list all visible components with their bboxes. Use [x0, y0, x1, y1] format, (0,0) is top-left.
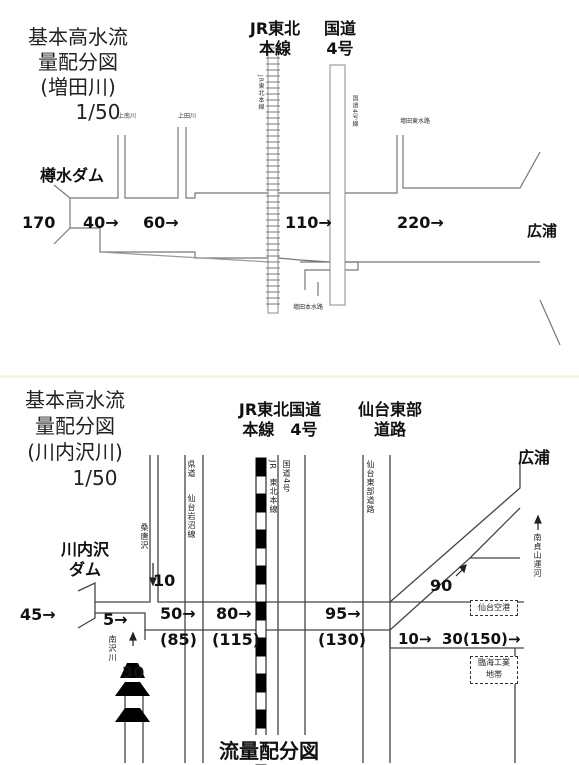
kawauchizawa-river-panel: 基本高水流 量配分図 (川内沢川) 1/50 JR東北国道 本線 4号 仙台東部…	[0, 378, 579, 765]
flow2-95: 95→	[325, 604, 361, 623]
jr-rail-top	[266, 47, 280, 314]
minamisawa-label: 南沢川	[108, 635, 117, 662]
flow2-115: (115)	[212, 630, 261, 649]
flow-220: 220→	[397, 213, 444, 232]
dam-tower-symbol	[115, 663, 150, 722]
route4-vertical-label: 国道4号	[282, 460, 291, 494]
title2-line-1: 基本高水流	[25, 388, 125, 412]
industrial-line-1: 臨海工業	[478, 658, 510, 667]
rail-segment	[255, 601, 267, 621]
rail-segment	[255, 709, 267, 729]
rail-segment	[255, 673, 267, 693]
rail-segment	[255, 529, 267, 549]
kuwakarasawa-label: 桑唐沢	[140, 523, 149, 550]
route4-vertical-label-top: 国道4号線	[351, 95, 358, 128]
dam-label: 樽水ダム	[40, 166, 105, 185]
dam2-line-1: 川内沢	[60, 540, 109, 559]
sendaitobu-vertical-label: 仙台東部道路	[366, 460, 375, 514]
highway-line-1: 仙台東部	[357, 400, 422, 419]
flow2-10: 10	[153, 571, 176, 590]
jr-rail-bottom	[255, 457, 267, 765]
jr-label-line-1: JR東北	[249, 19, 301, 38]
canal-label: 南貞山運河	[533, 533, 542, 578]
rail-segment	[255, 511, 267, 531]
title-line-3: (増田川)	[40, 75, 116, 99]
flow-170: 170	[22, 213, 56, 232]
tributary-label-4: 増田本水路	[293, 304, 324, 311]
flow2-90: 90	[430, 576, 453, 595]
flow2-45: 45→	[20, 605, 56, 624]
flow-110: 110→	[285, 213, 332, 232]
flow-40: 40→	[83, 213, 119, 232]
flow2-50: 50→	[160, 604, 196, 623]
caption: 流量配分図	[215, 735, 323, 764]
title-line-1: 基本高水流	[28, 25, 128, 49]
jr-label-line-2: 本線	[258, 39, 291, 58]
highway-line-2: 道路	[373, 420, 406, 439]
jr-route4-line-2: 本線 4号	[242, 420, 318, 439]
tributary-label-2: 上田川	[178, 113, 197, 120]
tohoku-vertical-label: 東北本線	[269, 478, 278, 514]
outlet-label: 広浦	[527, 222, 558, 240]
rail-segment	[255, 655, 267, 675]
flow2-5: 5→	[103, 610, 128, 629]
sendai-iwanuma-label: 仙台岩沼線	[187, 494, 196, 539]
route4-label-line-2: 4号	[326, 39, 354, 58]
flow2-30-tributary: 30	[122, 663, 145, 682]
title2-line-3: (川内沢川)	[27, 440, 123, 464]
title-line-4: 1/50	[75, 100, 121, 124]
industrial-line-2: 地帯	[486, 670, 502, 679]
flow2-30-150: 30(150)→	[442, 630, 521, 648]
rail-segment	[255, 691, 267, 711]
dam2-line-2: ダム	[68, 560, 101, 579]
rail-segment	[255, 583, 267, 603]
rail-segment	[255, 457, 267, 477]
title-line-2: 量配分図	[38, 50, 118, 74]
flow2-130: (130)	[318, 630, 367, 649]
flow2-85: (85)	[160, 630, 197, 649]
jr-vertical-label: JR	[268, 460, 277, 470]
prefroad-label: 県道	[187, 460, 196, 478]
industrial-box: 臨海工業 地帯	[470, 656, 518, 684]
route4-label-line-1: 国道	[323, 19, 356, 38]
tributary-label-3: 増田東水路	[400, 118, 431, 125]
flow2-80: 80→	[216, 604, 252, 623]
rail-segment	[255, 475, 267, 495]
jr-route4-line-1: JR東北国道	[238, 400, 322, 419]
outlet2-label: 広浦	[518, 448, 551, 467]
tributary-label-1: 上南川	[118, 113, 137, 120]
masuda-river-drawing	[53, 47, 561, 346]
rail-segment	[255, 493, 267, 513]
title2-line-4: 1/50	[72, 466, 118, 490]
jr-vertical-label-top: JR東北本線	[257, 75, 264, 111]
rail-segment	[255, 565, 267, 585]
rail-segment	[255, 547, 267, 567]
flow-60: 60→	[143, 213, 179, 232]
flow2-10b: 10→	[398, 630, 432, 648]
route4-road-top	[329, 64, 346, 306]
masuda-river-panel: 基本高水流 量配分図 (増田川) 1/50 JR東北 本線 国道 4号 樽水ダム…	[0, 0, 579, 375]
airport-box: 仙台空港	[470, 600, 518, 616]
title2-line-2: 量配分図	[35, 414, 115, 438]
